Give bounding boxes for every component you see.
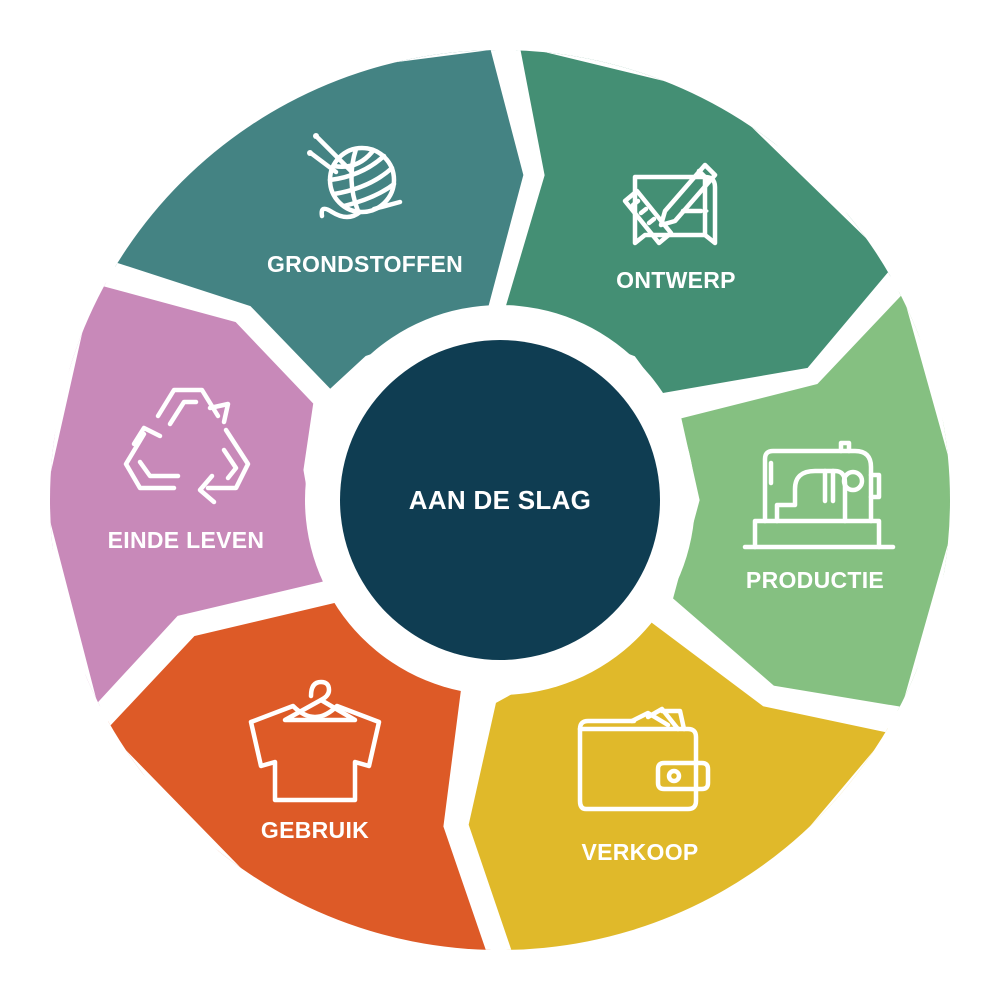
label-ontwerp: ONTWERP — [616, 267, 736, 293]
sewing-machine-icon — [742, 440, 896, 550]
tshirt-hanger-icon — [248, 679, 382, 803]
label-einde-leven: EINDE LEVEN — [108, 527, 265, 553]
label-verkoop: VERKOOP — [581, 839, 698, 865]
label-gebruik: GEBRUIK — [261, 817, 369, 843]
wallet-icon — [577, 706, 711, 812]
center-label: AAN DE SLAG — [409, 485, 591, 515]
segment-einde-leven[interactable] — [40, 272, 334, 722]
center-circle[interactable] — [340, 340, 660, 660]
label-grondstoffen: GRONDSTOFFEN — [267, 251, 463, 277]
recycle-icon — [123, 387, 251, 505]
ring — [40, 50, 950, 950]
label-productie: PRODUCTIE — [746, 567, 884, 593]
design-drawing-icon — [622, 162, 718, 246]
yarn-ball-icon — [307, 133, 403, 220]
